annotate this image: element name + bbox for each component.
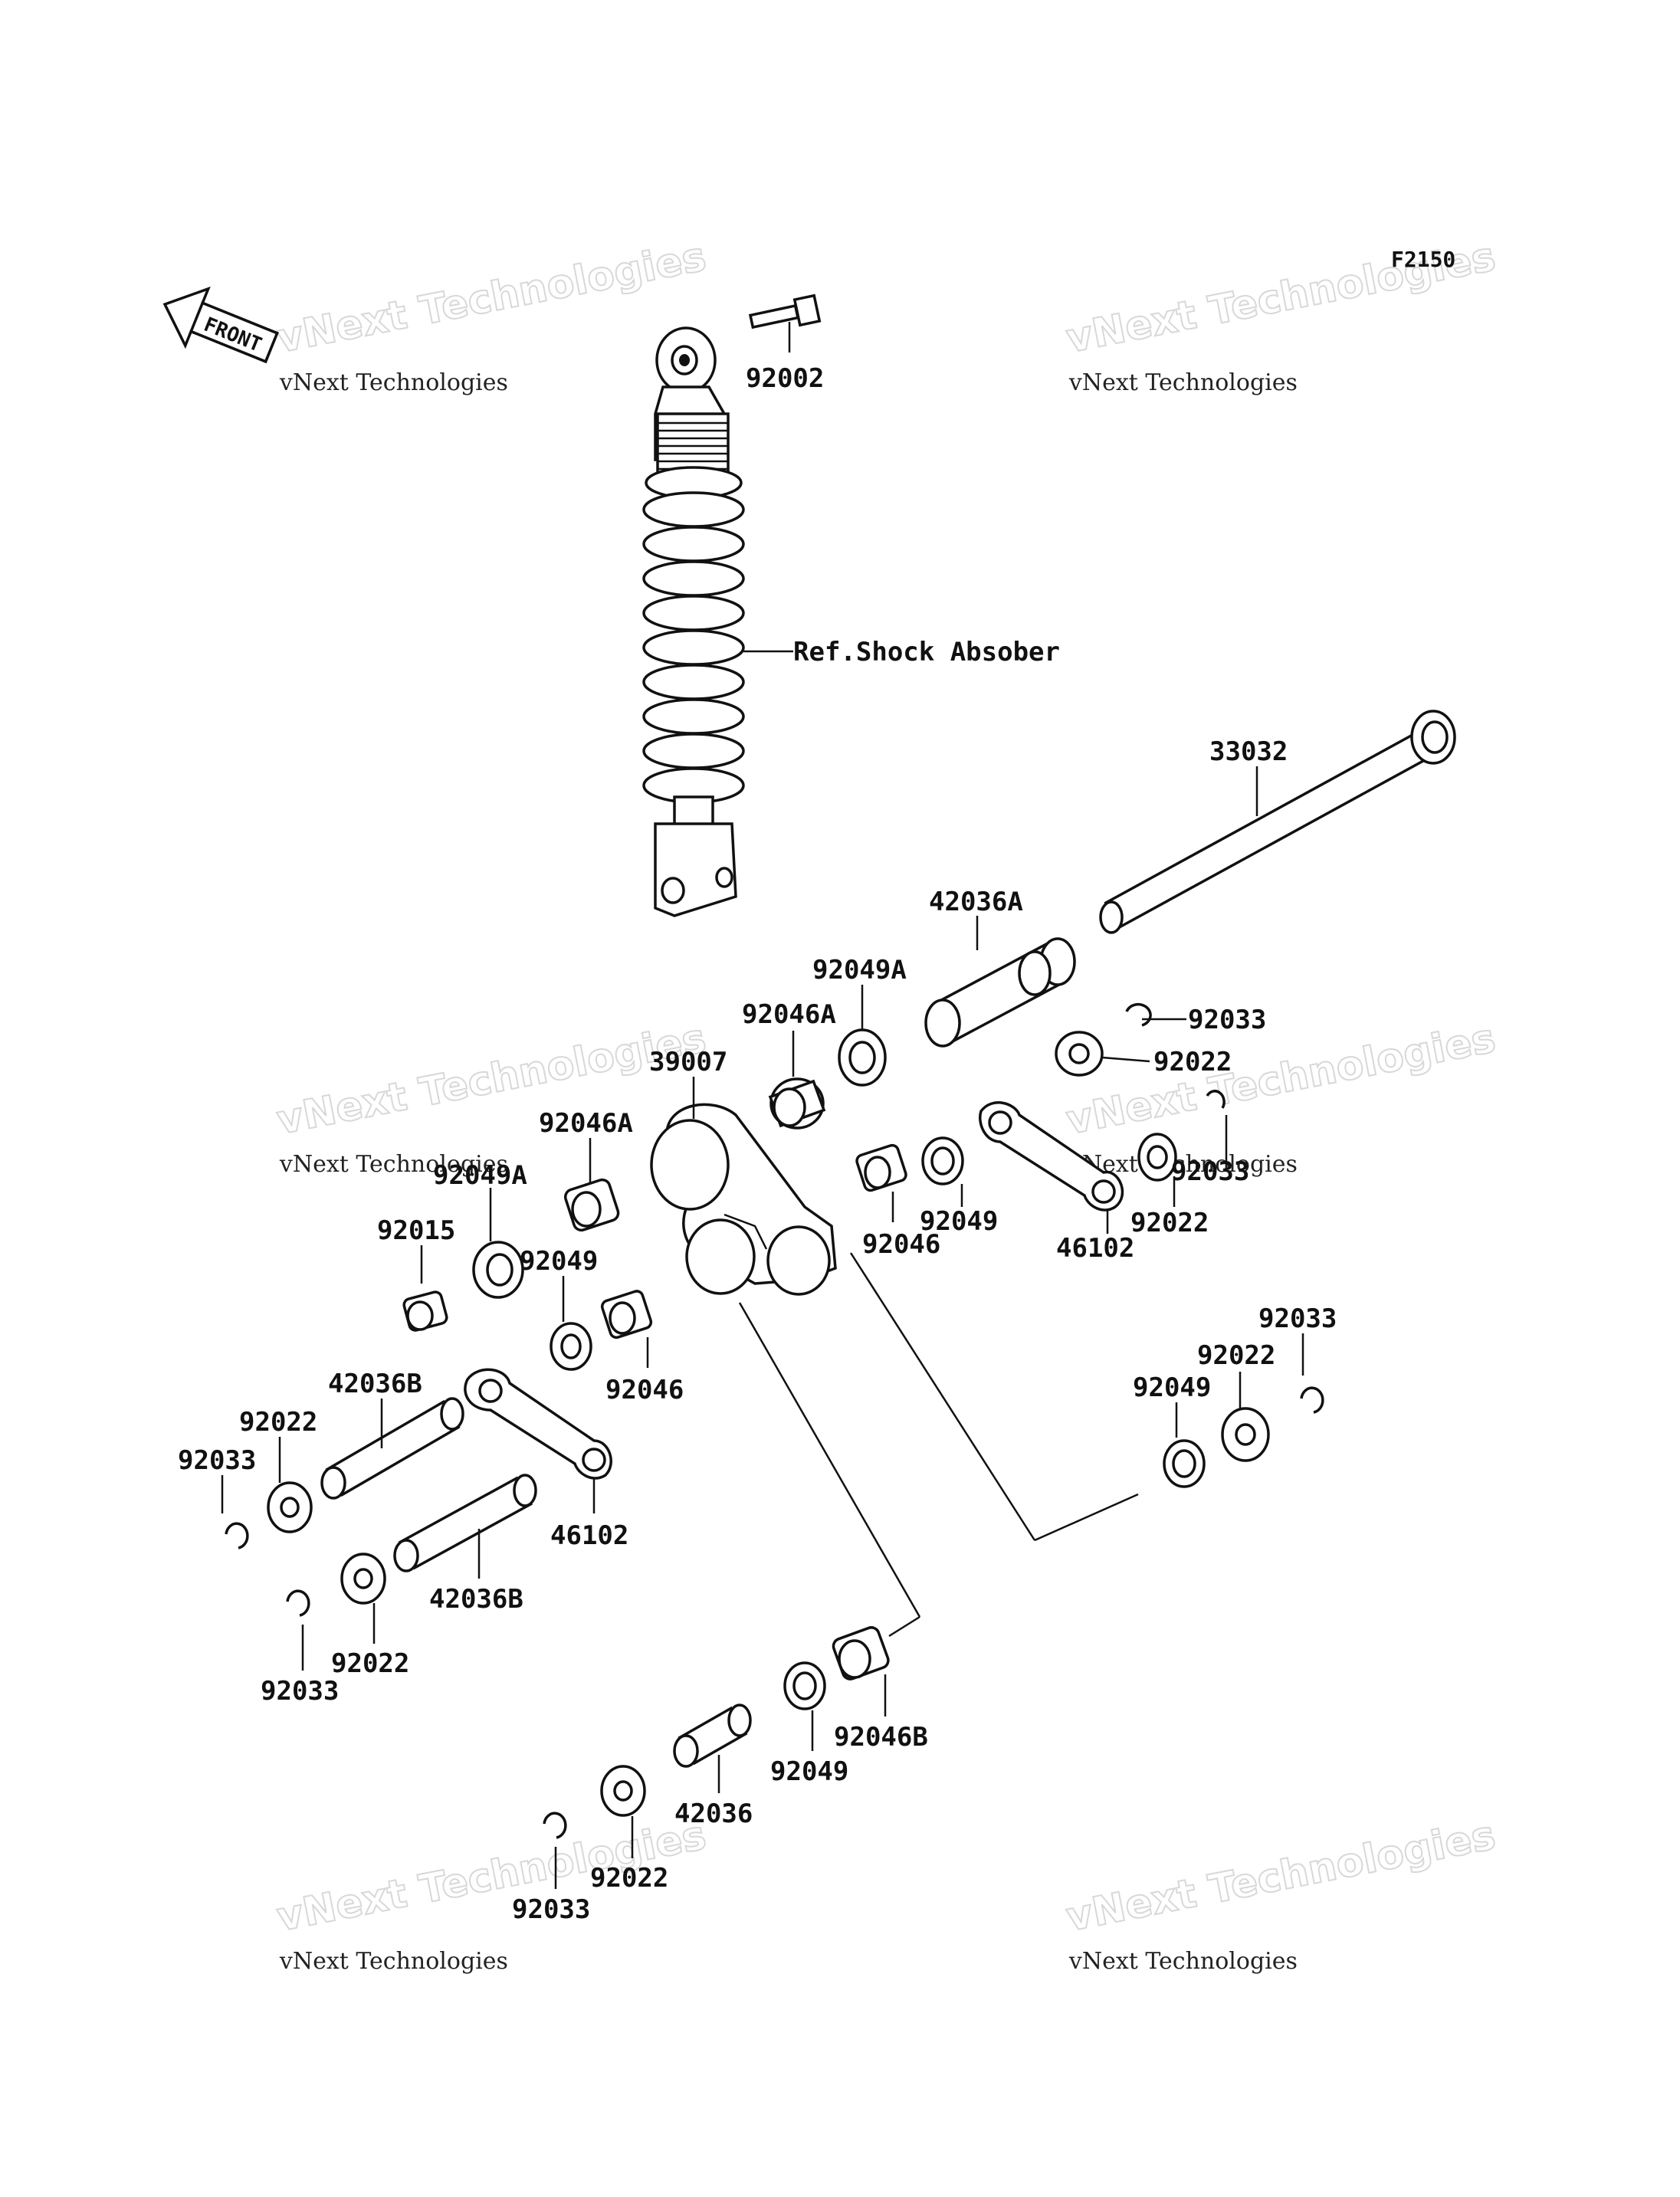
bearing-92046-left: 92046 [600,1290,684,1405]
pin-42036B-upper: 42036B [320,1369,464,1500]
shock-ref-note: Ref.Shock Absober [793,637,1060,667]
circlip-92033-label-overlap: 92033 [1171,1156,1249,1187]
bearing-92046A-left: 92046A [539,1108,633,1232]
watermark-text-large: vNext Technologies [274,234,710,362]
part-label: 92033 [1188,1005,1266,1035]
watermark-text-small: vNext Technologies [279,1151,508,1178]
part-label: 92049 [520,1246,598,1277]
part-label: 92049 [1133,1372,1211,1403]
watermark-top-left: vNext Technologies vNext Technologies [273,233,710,396]
part-label: 92046A [742,999,836,1030]
shaft-33032: 33032 [1099,710,1456,934]
rocker-arm-39007: 39007 [649,1047,1139,1638]
watermark-bottom-left: vNext Technologies vNext Technologies [273,1812,710,1975]
bearing-92046A-upper: 92046A [742,999,836,1130]
part-label: 39007 [649,1047,727,1077]
part-label: 92033 [1171,1156,1249,1187]
bolt-92002: 92002 [746,293,824,394]
bearing-92046B: 92046B [832,1626,928,1753]
part-label: 92022 [1130,1208,1209,1238]
part-label: 92049 [770,1756,848,1787]
figure-code: F2150 [1391,247,1455,272]
washer-92022-right: 92022 [1197,1340,1275,1462]
part-label: 92033 [1258,1303,1337,1334]
part-label: 42036 [674,1799,753,1829]
watermark-text-large: vNext Technologies [1063,1812,1499,1940]
washer-92049A-upper: 92049A [812,955,907,1087]
watermark-text-small: vNext Technologies [1068,369,1298,396]
part-label: 92046 [605,1375,684,1405]
shock-absorber: Ref.Shock Absober [642,326,1060,917]
watermark-text-small: vNext Technologies [279,369,508,396]
circlip-92033-left-lower: 92033 [261,1589,339,1707]
part-label: 92022 [1153,1047,1232,1077]
link-46102-upper: 46102 [979,1101,1134,1264]
part-label: 92015 [377,1215,455,1246]
circlip-92033-right: 92033 [1258,1303,1337,1414]
part-label: 92033 [512,1894,590,1925]
part-label: 92049A [433,1160,527,1191]
pin-42036B-lower: 42036B [393,1474,537,1615]
washer-92049A-left: 92049A [433,1160,527,1299]
circlip-92033-bottom: 92033 [512,1812,590,1925]
part-label: 46102 [550,1520,628,1551]
circlip-92033-upper: 92033 [1125,1002,1266,1035]
washer-92049-right: 92049 [1133,1372,1211,1488]
washer-92022-mid: 92022 [1130,1090,1228,1238]
part-label: 42036B [429,1584,523,1615]
collar-92015: 92015 [377,1215,455,1332]
sleeve-42036A: 42036A [924,887,1076,1048]
washer-92022-bottom: 92022 [590,1765,668,1894]
part-label: 92049 [920,1206,998,1237]
washer-92022-left-upper: 92022 [239,1407,317,1533]
part-label: 42036A [929,887,1023,917]
washer-92022-left-lower: 92022 [331,1553,409,1679]
bearing-92046-mid: 92046 [855,1143,940,1260]
front-arrow-icon: FRONT [162,286,279,364]
part-label: 92046B [834,1722,928,1753]
washer-92049-mid: 92049 [920,1136,998,1237]
washer-92049-left: 92049 [520,1246,598,1371]
part-label: 46102 [1056,1233,1134,1264]
part-label: 92022 [239,1407,317,1438]
pin-42036: 42036 [673,1703,753,1829]
circlip-92033-left-upper: 92033 [178,1445,256,1549]
part-label: 92002 [746,363,824,394]
watermark-text-small: vNext Technologies [1068,1948,1298,1975]
washer-92022-upper: 92022 [1055,1031,1232,1077]
washer-92049-bottom: 92049 [770,1661,848,1787]
part-label: 92033 [261,1676,339,1707]
watermark-bottom-right: vNext Technologies vNext Technologies [1062,1812,1500,1975]
link-46102-lower: 46102 [464,1368,628,1551]
part-label: 92022 [1197,1340,1275,1371]
part-label: 92033 [178,1445,256,1476]
watermark-text-large: vNext Technologies [274,1015,710,1143]
spring-coils [642,491,745,804]
part-label: 92046A [539,1108,633,1139]
part-label: 92022 [590,1863,668,1894]
part-label: 42036B [328,1369,422,1399]
watermark-text-small: vNext Technologies [279,1948,508,1975]
watermark-text-large: vNext Technologies [1063,1015,1499,1143]
part-label: 33032 [1209,736,1288,767]
part-label: 92046 [862,1229,940,1260]
part-label: 92049A [812,955,907,985]
part-label: 92022 [331,1648,409,1679]
